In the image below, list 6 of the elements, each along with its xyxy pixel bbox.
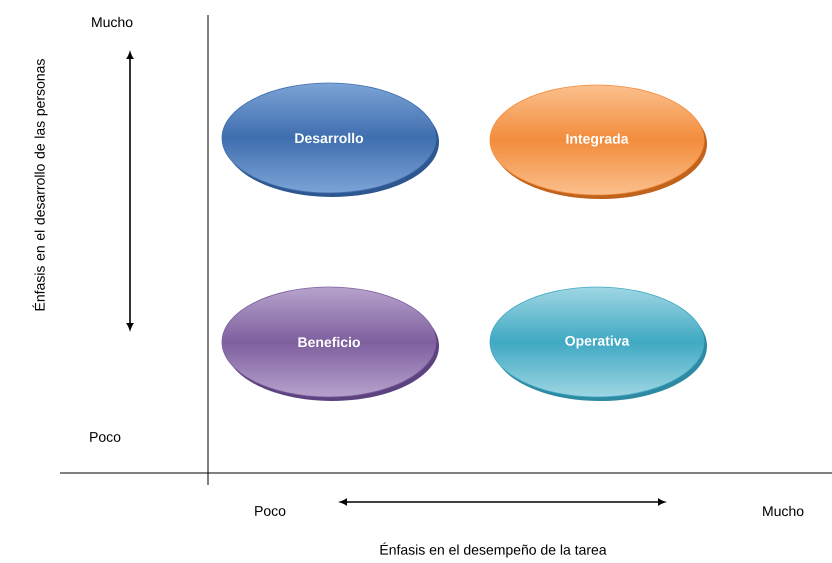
axis-label: Énfasis en el desarrollo de las personas (32, 59, 48, 310)
axis-label: Mucho (92, 16, 132, 28)
axis-label: Poco (255, 506, 286, 516)
axis-label: Poco (90, 432, 120, 442)
axis-label: Mucho (763, 506, 804, 516)
axis-label: Énfasis en el desempeño de la tarea (380, 542, 607, 558)
